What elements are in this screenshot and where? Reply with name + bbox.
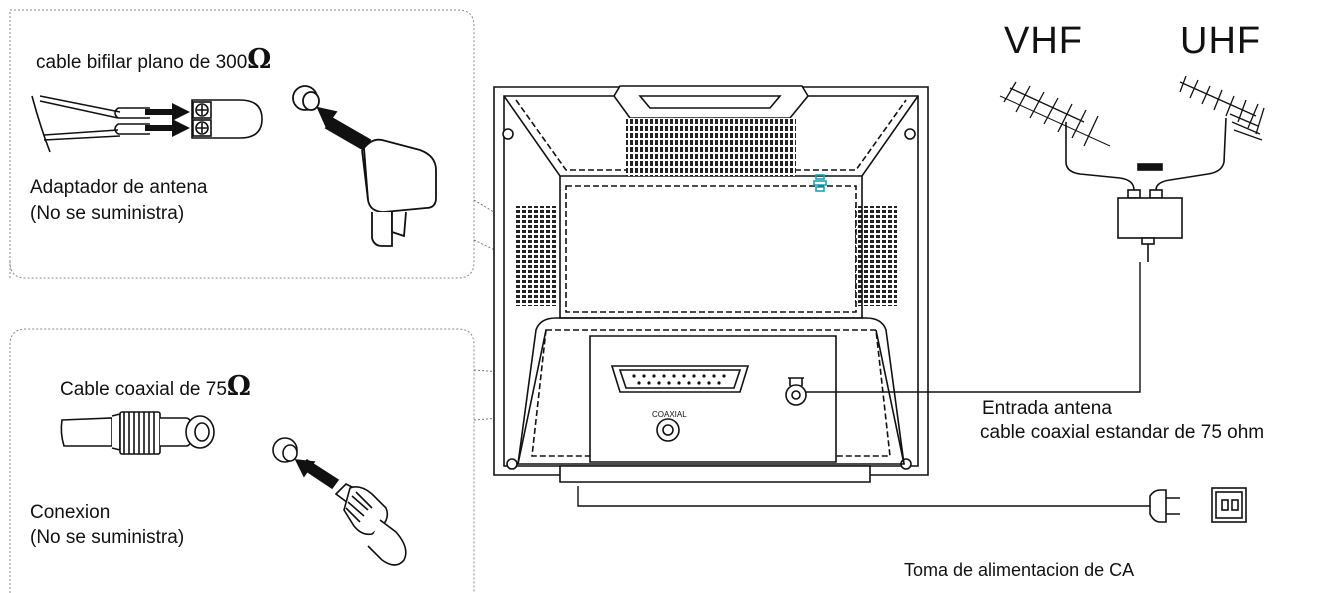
adapter-label-line2: (No se suministra) [30, 203, 185, 224]
connector-label-line2: (No se suministra) [30, 527, 185, 548]
adapter-label-line1: Adaptador de antena [30, 177, 208, 198]
coax-callout-frame [9, 328, 475, 593]
antenna-input-label-line2: cable coaxial estandar de 75 ohm [980, 422, 1265, 443]
antenna-cable [806, 262, 1141, 393]
antenna-input-jack [785, 377, 807, 406]
ohm-symbol: Ω [247, 44, 272, 75]
coaxial-jack-label: COAXIAL [652, 410, 687, 419]
screw-terminal-icon [191, 99, 263, 139]
wall-outlet-icon [1211, 487, 1247, 523]
tv-rear-view [493, 85, 929, 483]
scart-pins [632, 374, 726, 385]
coax-cable-label: Cable coaxial de 75Ω [60, 371, 251, 402]
uhf-label: UHF [1180, 20, 1262, 62]
coax-cable-text: Cable coaxial de 75 [60, 379, 227, 400]
power-cord [577, 486, 1150, 507]
arrow-icon [145, 103, 190, 137]
connector-illustration [272, 437, 407, 566]
coaxial-jack [656, 418, 680, 442]
antenna-icon [999, 75, 1265, 147]
ac-outlet-label: Toma de alimentacion de CA [904, 560, 1135, 580]
antenna-input-label-line1: Entrada antena [982, 398, 1112, 419]
coax-cable-illustration [60, 411, 215, 455]
ohm-symbol-2: Ω [226, 371, 251, 402]
connector-label-line1: Conexion [30, 502, 111, 523]
highlight-marker [813, 174, 827, 192]
antenna-combiner [1065, 117, 1227, 262]
twin-lead-label: cable bifilar plano de 300Ω [36, 44, 271, 75]
vhf-label: VHF [1004, 20, 1083, 62]
power-plug-icon [1149, 489, 1180, 523]
twin-lead-cable-illustration [31, 95, 150, 153]
adapter-callout-frame [9, 9, 475, 279]
twin-lead-text: cable bifilar plano de 300 [36, 52, 248, 73]
antenna-adapter-illustration [292, 85, 437, 247]
